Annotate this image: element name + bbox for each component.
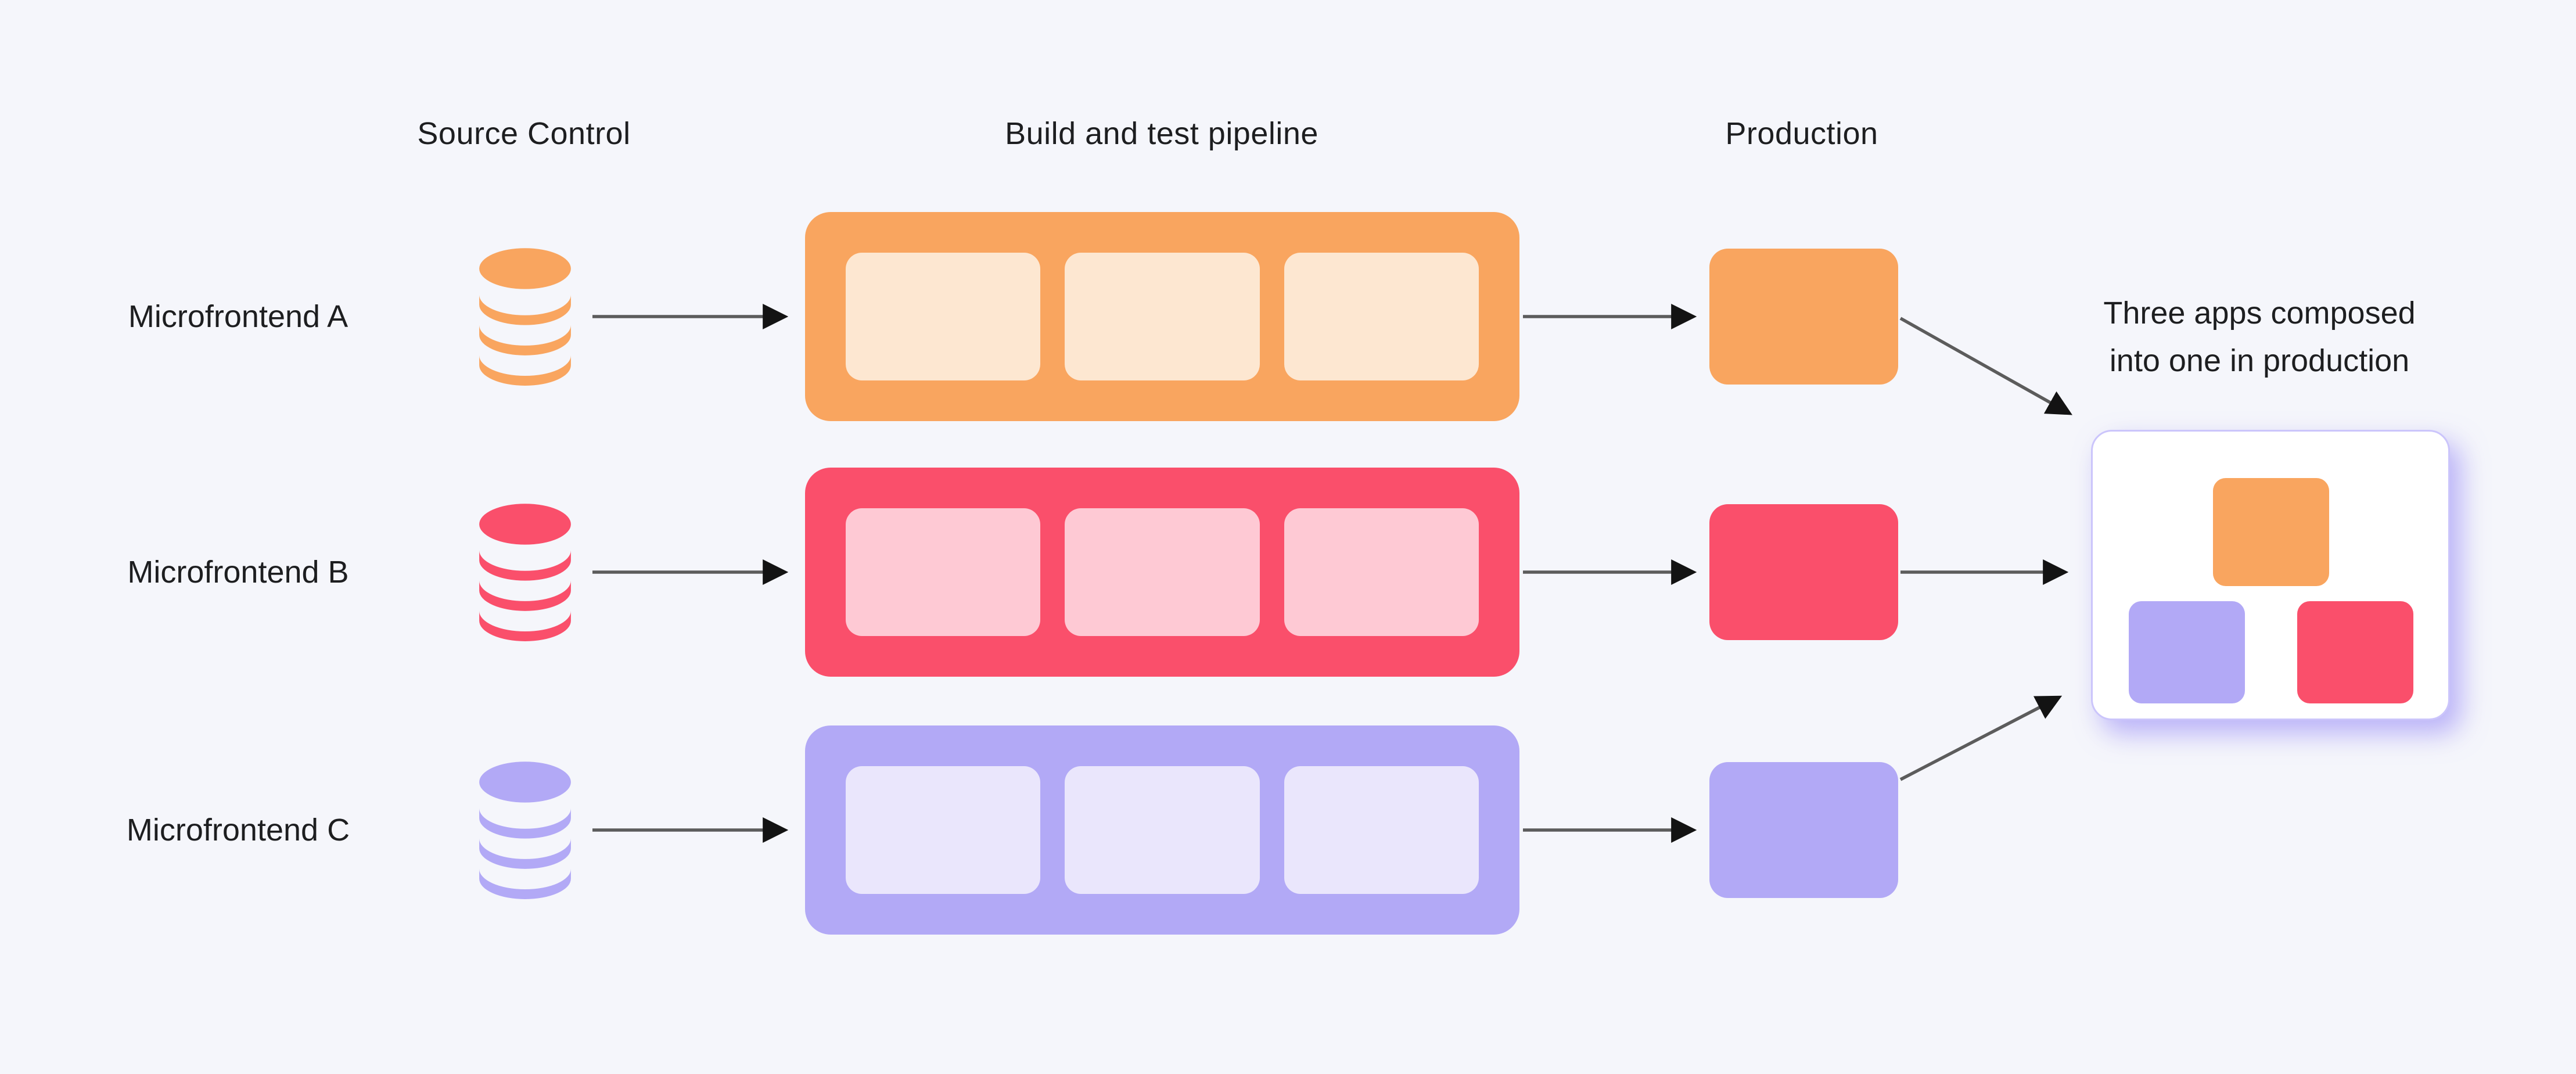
pipeline-stage bbox=[846, 766, 1041, 894]
pipeline-stage bbox=[1065, 253, 1260, 380]
composed-box-microfrontend-a bbox=[2213, 478, 2329, 586]
pipeline-stage bbox=[1065, 508, 1260, 636]
composed-app-card bbox=[2091, 430, 2450, 720]
arrow-c-production-to-composed bbox=[1899, 695, 2063, 781]
production-box-c bbox=[1709, 762, 1898, 898]
database-icon bbox=[475, 501, 575, 645]
row-label-microfrontend-c: Microfrontend C bbox=[126, 813, 350, 847]
production-box-b bbox=[1709, 504, 1898, 640]
pipeline-stage bbox=[1284, 766, 1479, 894]
database-icon bbox=[475, 759, 575, 903]
pipeline-stage bbox=[846, 253, 1041, 380]
composed-annotation: Three apps composed into one in producti… bbox=[2067, 289, 2452, 385]
composed-box-microfrontend-c bbox=[2129, 601, 2245, 703]
annotation-line-2: into one in production bbox=[2109, 343, 2410, 378]
column-header-production: Production bbox=[1725, 116, 1878, 151]
pipeline-stage bbox=[846, 508, 1041, 636]
pipeline-container-c bbox=[805, 725, 1519, 935]
row-label-microfrontend-b: Microfrontend B bbox=[127, 555, 349, 590]
composed-box-microfrontend-b bbox=[2297, 601, 2413, 703]
pipeline-stage bbox=[1284, 508, 1479, 636]
row-label-microfrontend-a: Microfrontend A bbox=[128, 299, 349, 334]
pipeline-container-a bbox=[805, 212, 1519, 421]
annotation-line-1: Three apps composed bbox=[2103, 296, 2416, 331]
arrow-a-production-to-composed bbox=[1899, 317, 2072, 415]
pipeline-container-b bbox=[805, 468, 1519, 677]
pipeline-stage bbox=[1065, 766, 1260, 894]
column-header-build-test-pipeline: Build and test pipeline bbox=[1005, 116, 1318, 151]
column-header-source-control: Source Control bbox=[417, 116, 631, 151]
pipeline-stage bbox=[1284, 253, 1479, 380]
production-box-a bbox=[1709, 249, 1898, 385]
database-icon bbox=[475, 246, 575, 390]
